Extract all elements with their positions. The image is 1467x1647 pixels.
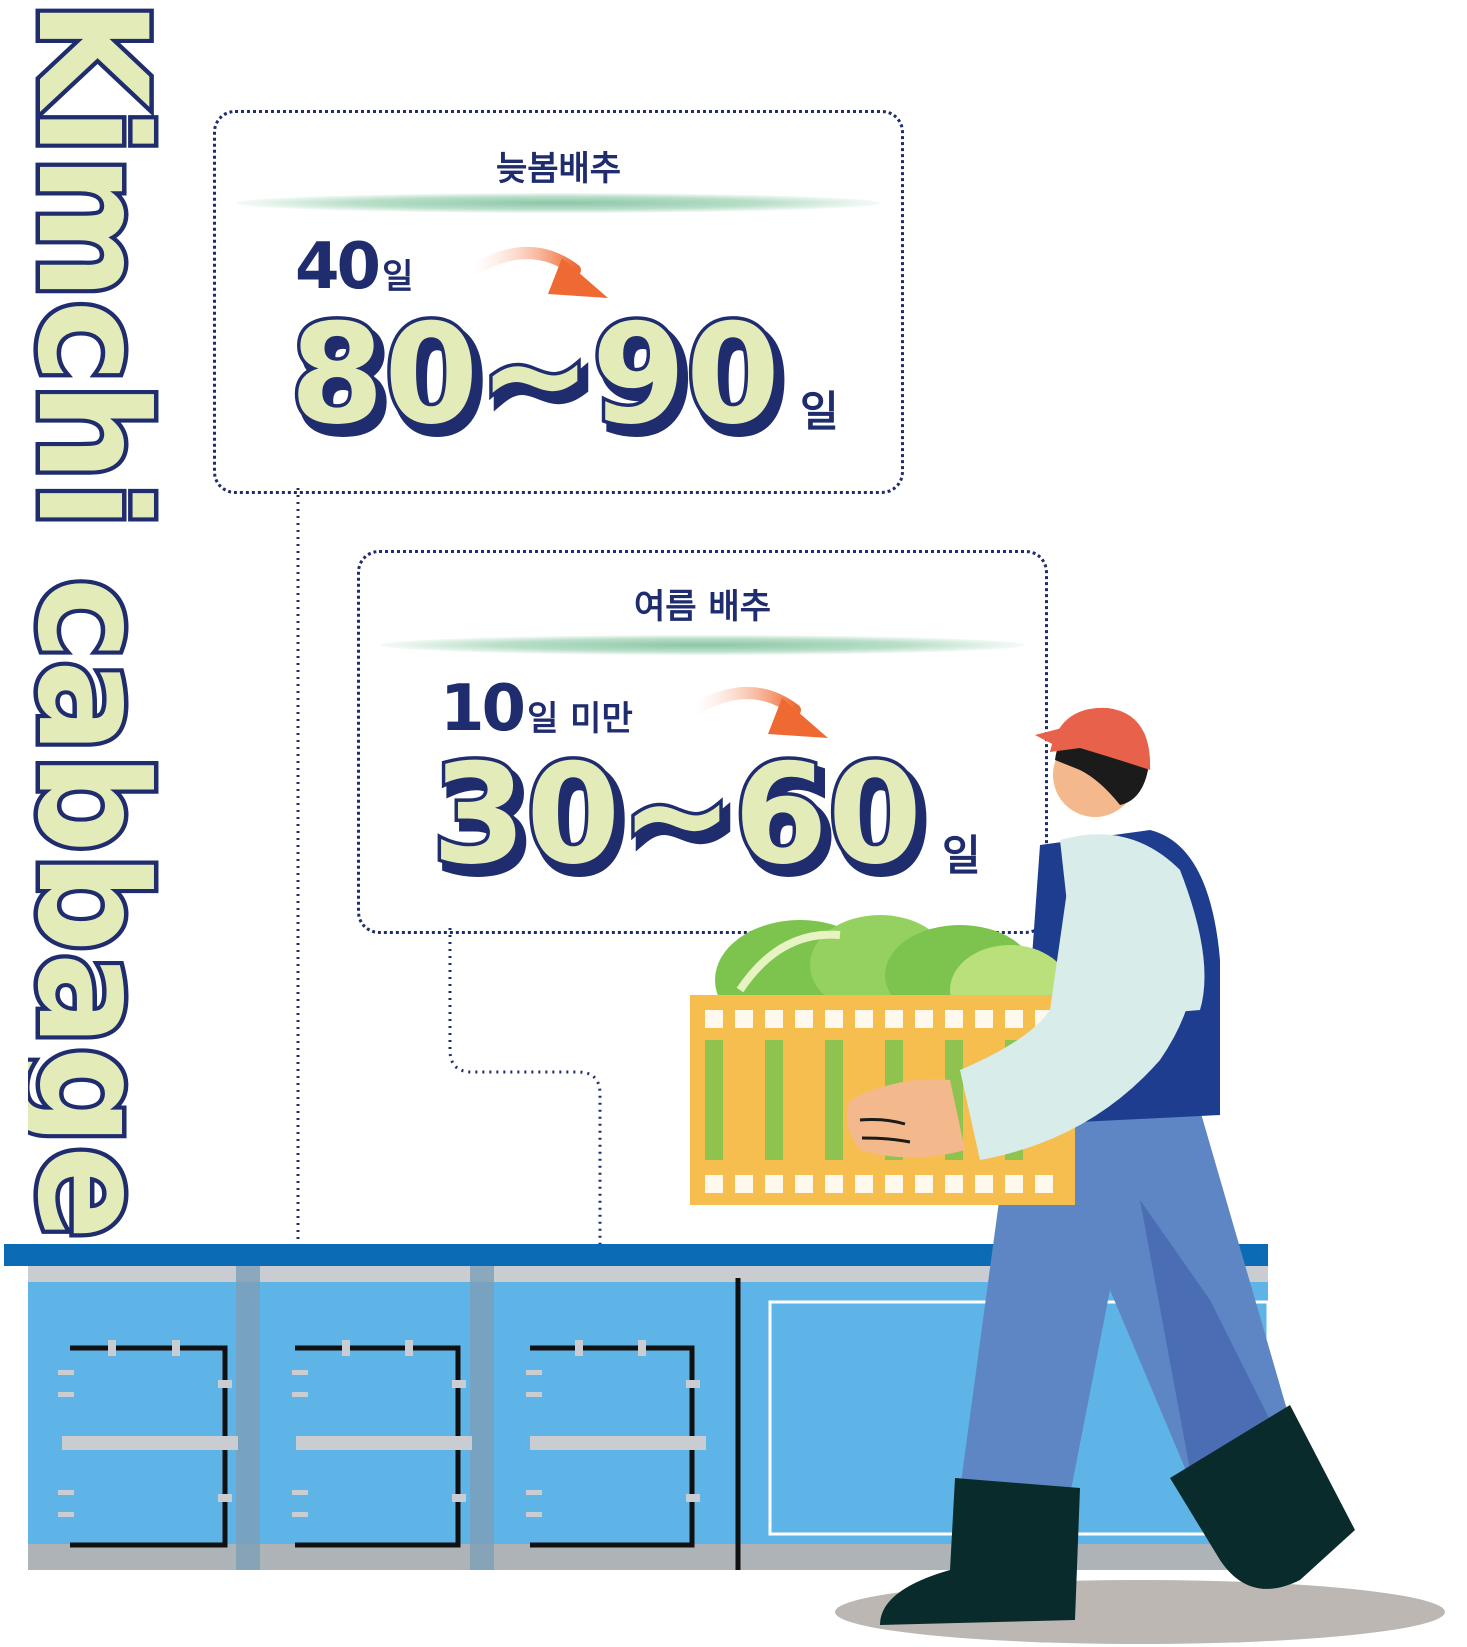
svg-text:80~90: 80~90: [290, 312, 780, 452]
duration-range: 30~60 30~60: [432, 752, 933, 892]
summer-cabbage-box: 여름 배추: [357, 550, 1048, 934]
svg-text:30~60: 30~60: [432, 752, 922, 892]
to-value: 80~90: [296, 312, 786, 452]
box-label: 늦봄배추: [495, 149, 622, 189]
orange-arrow-icon: [470, 247, 608, 298]
to-value: 30~60: [438, 752, 928, 892]
vertical-title: Kimchi cabbage: [28, 0, 178, 1245]
to-unit: 일: [942, 831, 981, 880]
from-unit: 일: [382, 257, 414, 297]
title-text: Kimchi cabbage: [28, 0, 178, 1240]
duration-range: 80~90 80~90: [290, 312, 791, 452]
from-value: 40: [295, 230, 381, 304]
late-spring-cabbage-box: 늦봄배추: [213, 110, 904, 494]
orange-arrow-icon: [690, 687, 828, 738]
from-unit: 일 미만: [527, 699, 633, 739]
farmer-illustration: [690, 707, 1445, 1644]
to-unit: 일: [800, 387, 839, 436]
box-label: 여름 배추: [634, 587, 771, 627]
label-underline: [236, 193, 881, 213]
label-underline: [380, 635, 1025, 655]
from-value: 10: [440, 672, 526, 746]
